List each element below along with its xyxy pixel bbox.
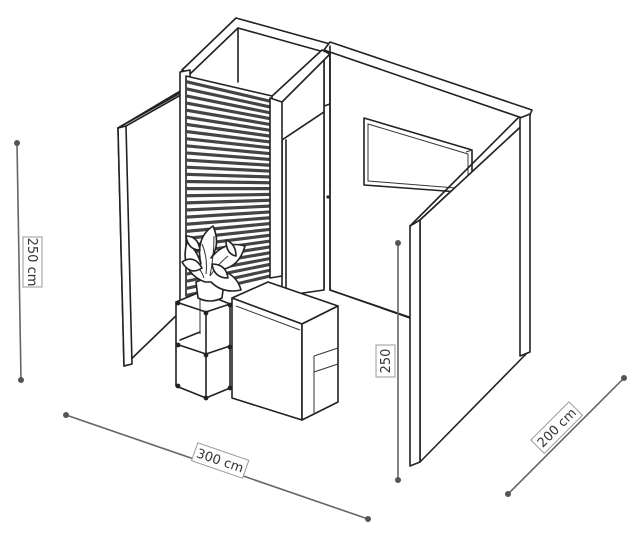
dimension-width-front: 300 cm [63,412,371,522]
left-wall-edge [117,125,133,367]
dimension-label-height-left: 250 cm [24,238,39,287]
right-wall-edge [409,219,421,467]
counter-cabinet [231,281,339,421]
slat [186,144,272,156]
dimension-height-inner: 250 [375,240,401,483]
slat [186,137,272,150]
dimension-depth-right: 200 cm [505,375,627,497]
slat [186,204,272,212]
top-rail-back-right [323,41,533,121]
slat [186,216,272,226]
slat [186,115,272,133]
potted-plant-icon [181,225,246,302]
dimension-label-height-inner: 250 [379,349,394,374]
slat [186,129,272,144]
slat [186,122,272,138]
slat [186,172,272,179]
slat [186,94,272,115]
slat [186,210,272,219]
slat [186,187,272,191]
slat [186,179,272,185]
slat [186,158,272,167]
dimension-height-left: 250 cm [14,140,43,383]
slat-lines [186,80,272,298]
slat [186,192,272,198]
slat [186,108,272,127]
right-corner-post [519,113,531,357]
slat [186,101,272,121]
slat [186,87,272,109]
slat-panel-post [269,97,283,279]
slat [186,198,272,205]
slat [186,80,272,104]
cube-shelf [175,291,233,401]
slat [186,165,272,173]
slat [186,151,272,162]
inner-door [281,111,325,297]
